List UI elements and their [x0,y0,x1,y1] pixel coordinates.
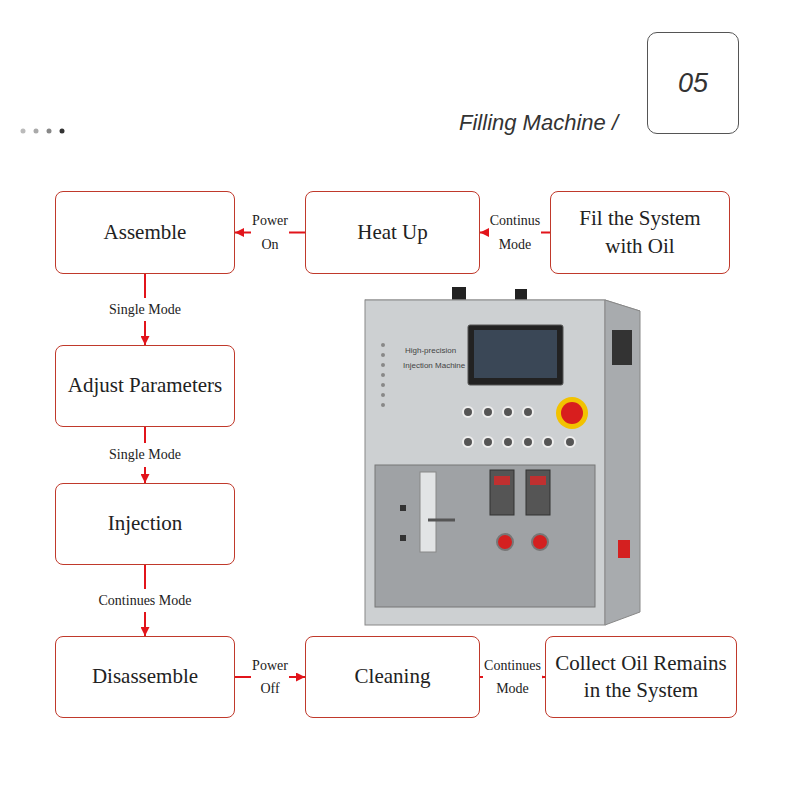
edge-label: Power Off [251,654,289,700]
decor-dot [21,129,26,134]
emergency-stop [561,402,583,424]
process-box: Collect Oil Remains in the System [545,636,737,718]
decor-dot [60,129,65,134]
process-box: Disassemble [55,636,235,718]
box-text: Disassemble [92,663,198,690]
work-recess [375,465,595,607]
decor-dot [47,129,52,134]
box-text: Assemble [104,219,187,246]
screen-glass [474,330,557,378]
process-box: Heat Up [305,191,480,274]
page-number-box: 05 [647,32,739,134]
side-port [612,330,632,365]
edge-label: Continues Mode [98,589,193,612]
box-text: Collect Oil Remains in the System [554,650,728,705]
process-box: Fil the System with Oil [550,191,730,274]
power-switch [618,540,630,558]
process-box: Adjust Parameters [55,345,235,427]
red-button [532,534,548,550]
process-box: Cleaning [305,636,480,718]
temp-display [490,470,514,515]
stop-ring [556,397,588,429]
touch-screen [468,325,563,385]
box-text: Cleaning [355,663,431,690]
nozzle-handle [428,519,455,522]
box-text: Heat Up [357,219,428,246]
box-text: 05 [678,68,708,99]
connector-plug [515,289,527,301]
led-strip [381,343,385,407]
edge-label: Continues Mode [483,654,542,700]
decor-dot [34,129,39,134]
red-button [497,534,513,550]
edge-label: Single Mode [108,298,182,321]
box-text: Fil the System with Oil [559,205,721,260]
box-text: Injection [108,510,183,537]
temp-display [526,470,550,515]
machine-side [605,300,640,625]
box-text: Adjust Parameters [68,372,223,399]
page-title: Filling Machine / [459,110,618,136]
slide-rail [420,472,436,552]
process-box: Assemble [55,191,235,274]
connector-plug [452,287,466,301]
edge-label: Single Mode [108,443,182,466]
decor-dots [21,129,65,134]
process-box: Injection [55,483,235,565]
edge-label: Power On [251,209,289,255]
injection-machine [365,287,640,625]
machine-label: High-precision [405,346,456,355]
machine-front [365,300,605,625]
edge-label: Continus Mode [489,209,542,255]
machine-label: Injection Machine [403,361,465,370]
